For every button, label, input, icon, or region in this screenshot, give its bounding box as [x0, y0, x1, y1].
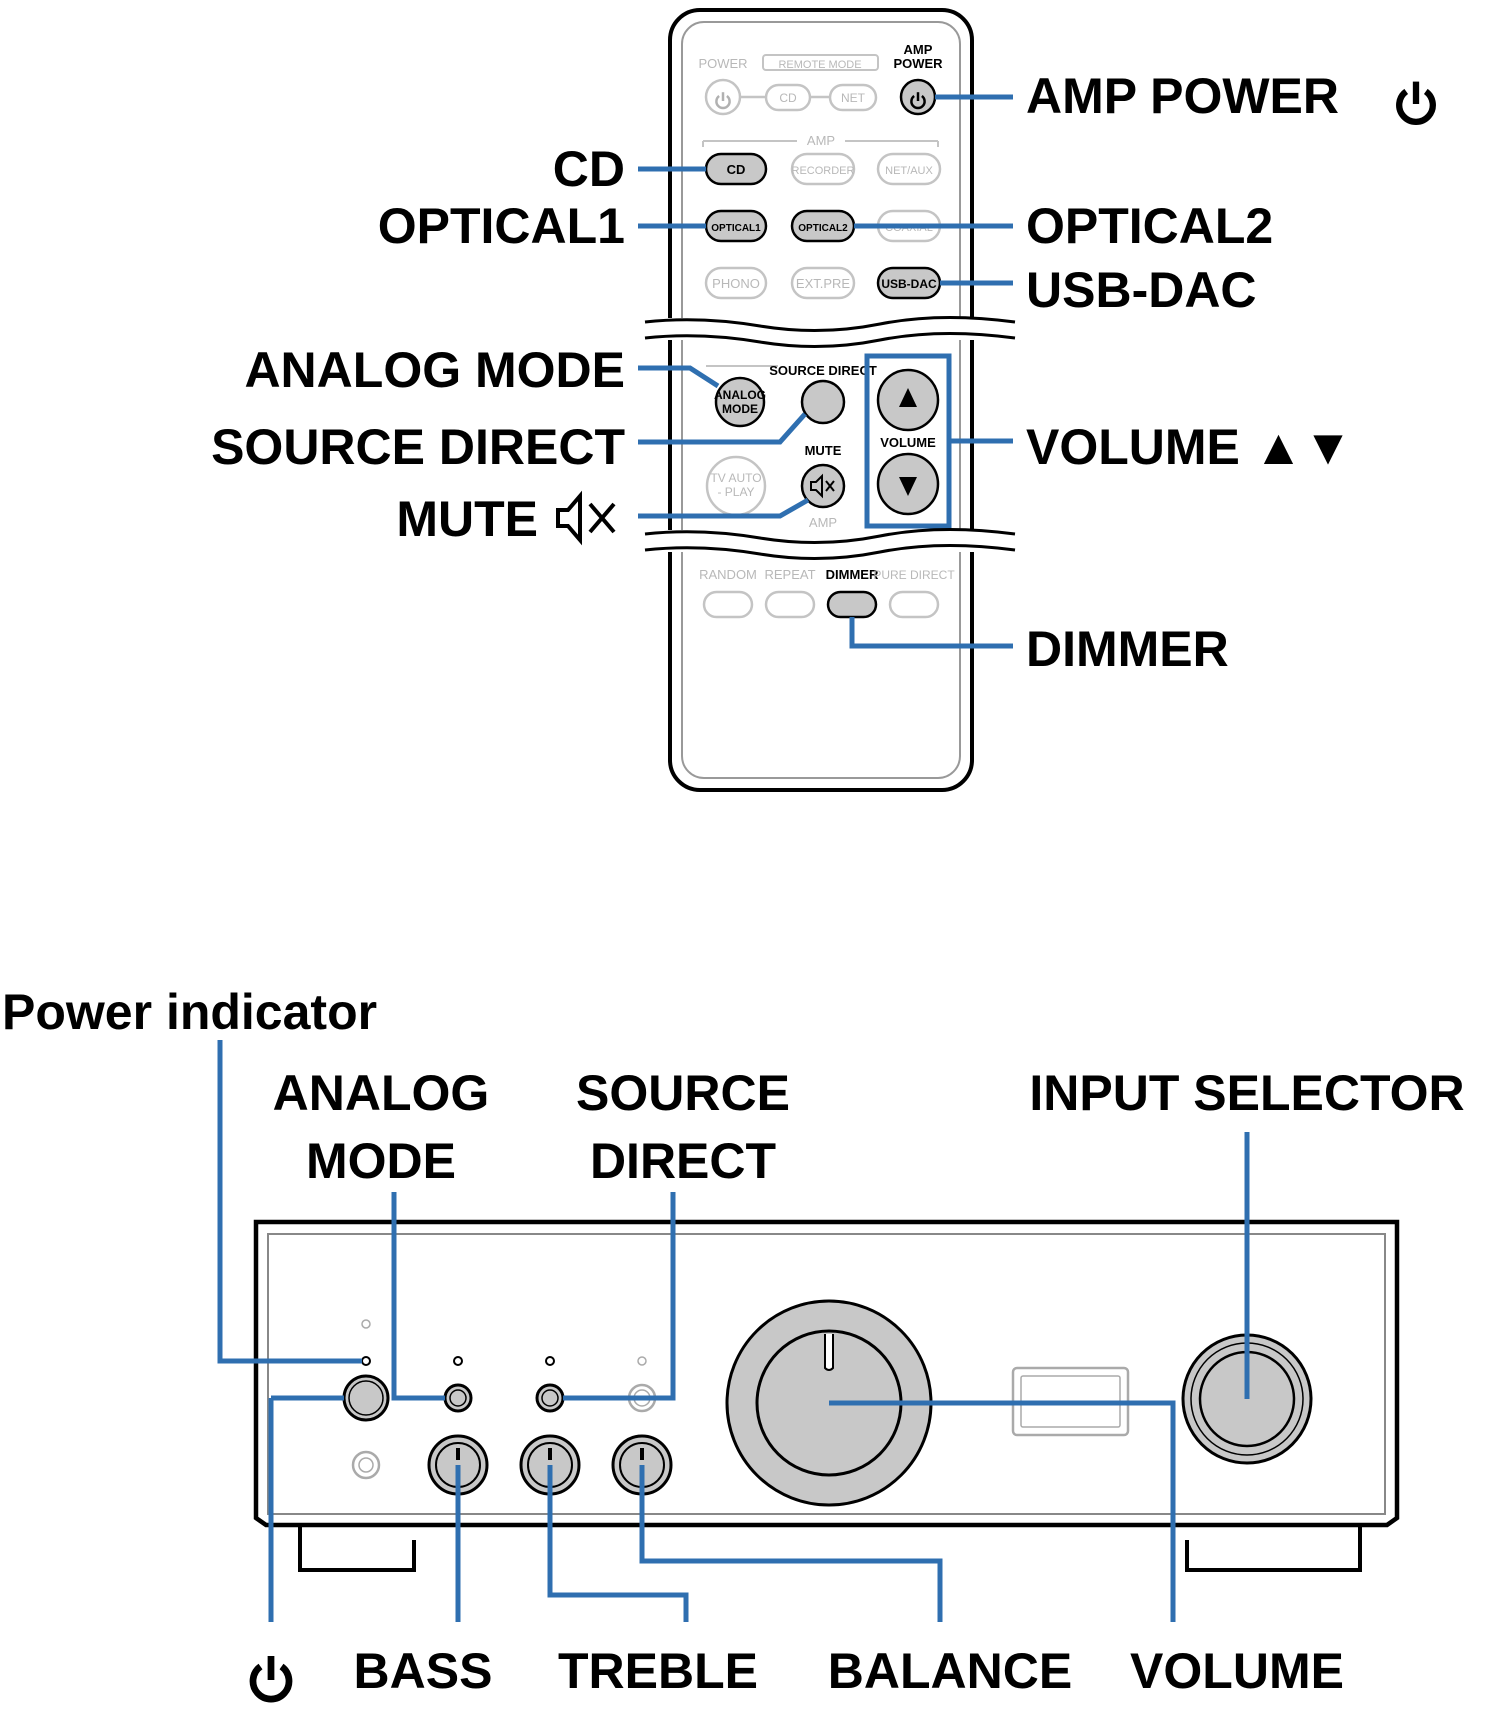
mute-icon — [556, 490, 616, 546]
source-direct-callout: SOURCE DIRECT — [211, 419, 625, 475]
amp-leader-lines — [217, 1040, 1250, 1622]
analog-mode-panel-callout-line1: ANALOG — [273, 1065, 490, 1121]
remote-leader-lines — [638, 94, 1013, 649]
pure-direct-button[interactable] — [888, 590, 940, 619]
amp-power-callout-text: AMP POWER — [1026, 68, 1339, 124]
analog-mode-button-label-line1: ANALOG — [714, 388, 766, 402]
source-direct-button[interactable] — [800, 379, 846, 425]
amp-section-label: AMP — [807, 133, 835, 148]
amp-power-label-line1: AMP — [904, 42, 933, 57]
left-foot — [298, 1518, 416, 1572]
net-mode-label: NET — [841, 91, 866, 105]
remote-control: POWER REMOTE MODE AMP POWER CD NET AMP C… — [644, 8, 1016, 792]
tv-auto-label-line2: - PLAY — [717, 485, 754, 499]
power-icon — [1399, 82, 1433, 122]
volume-remote-label: VOLUME — [880, 435, 936, 450]
source-direct-panel-callout-line2: DIRECT — [590, 1133, 776, 1189]
analog-mode-button[interactable] — [714, 376, 766, 428]
recorder-button-label: RECORDER — [792, 165, 855, 177]
pure-direct-label: PURE DIRECT — [873, 568, 955, 582]
power-button-callout-icon — [253, 1656, 289, 1699]
source-direct-indicator — [545, 1356, 555, 1366]
volume-callout: VOLUME ▲▼ — [1026, 419, 1353, 475]
balance-callout: BALANCE — [828, 1643, 1072, 1699]
analog-mode-button-label-line2: MODE — [722, 402, 758, 416]
remote-mode-frame — [762, 54, 879, 71]
analog-mode-panel-callout-line2: MODE — [306, 1133, 456, 1189]
amplifier-front-panel — [253, 1219, 1400, 1572]
amp-lower-label: AMP — [809, 515, 837, 530]
dimmer-callout: DIMMER — [1026, 621, 1229, 677]
optical1-callout: OPTICAL1 — [378, 198, 625, 254]
repeat-button[interactable] — [764, 590, 816, 619]
analog-mode-callout: ANALOG MODE — [244, 342, 625, 398]
bass-callout: BASS — [354, 1643, 493, 1699]
power-indicator — [361, 1356, 371, 1366]
volume-panel-callout: VOLUME — [1130, 1643, 1344, 1699]
amp-power-label-line2: POWER — [893, 56, 943, 71]
power-indicator-callout: Power indicator — [2, 984, 377, 1040]
break-lines-upper — [644, 315, 1016, 349]
volume-down-icon — [899, 477, 917, 496]
standby-indicator — [361, 1319, 371, 1329]
optical2-callout: OPTICAL2 — [1026, 198, 1273, 254]
random-button[interactable] — [702, 590, 754, 619]
mute-button-icon — [810, 473, 835, 499]
net-mode-button[interactable] — [828, 83, 878, 112]
optical1-button-label: OPTICAL1 — [711, 223, 761, 234]
tv-auto-label-line1: TV AUTO — [710, 471, 761, 485]
input-selector-callout: INPUT SELECTOR — [1029, 1065, 1464, 1121]
break-lines-lower — [644, 527, 1016, 561]
remote-inner-outline — [681, 21, 961, 779]
mute-callout-text: MUTE — [396, 491, 538, 547]
cd-mode-label: CD — [779, 91, 797, 105]
unused-indicator — [637, 1356, 647, 1366]
remote-mode-label: REMOTE MODE — [778, 59, 861, 71]
source-direct-remote-label: SOURCE DIRECT — [769, 363, 877, 378]
phono-button[interactable] — [704, 266, 768, 300]
dimmer-remote-label: DIMMER — [826, 567, 879, 582]
usb-dac-callout: USB-DAC — [1026, 262, 1257, 318]
cd-button-label: CD — [727, 162, 746, 177]
mute-remote-label: MUTE — [805, 443, 842, 458]
optical2-button-label: OPTICAL2 — [798, 223, 848, 234]
treble-callout: TREBLE — [558, 1643, 758, 1699]
repeat-label: REPEAT — [764, 567, 815, 582]
amp-inner-outline — [267, 1233, 1386, 1515]
phono-button-label: PHONO — [712, 276, 760, 291]
ext-pre-button[interactable] — [790, 266, 856, 300]
amp-power-callout: AMP POWER — [1026, 68, 1433, 124]
ext-pre-button-label: EXT.PRE — [796, 276, 851, 291]
power-label: POWER — [698, 56, 747, 71]
recorder-button[interactable] — [790, 152, 856, 186]
usb-dac-button-label: USB-DAC — [881, 277, 937, 291]
dimmer-button[interactable] — [826, 590, 878, 619]
analog-mode-indicator — [453, 1356, 463, 1366]
source-direct-panel-callout-line1: SOURCE — [576, 1065, 790, 1121]
random-label: RANDOM — [699, 567, 757, 582]
cd-callout: CD — [553, 141, 625, 197]
right-foot — [1185, 1518, 1362, 1572]
net-aux-button-label: NET/AUX — [885, 165, 933, 177]
mute-callout: MUTE — [396, 490, 616, 547]
volume-up-icon — [899, 388, 917, 407]
net-aux-button[interactable] — [876, 152, 942, 186]
